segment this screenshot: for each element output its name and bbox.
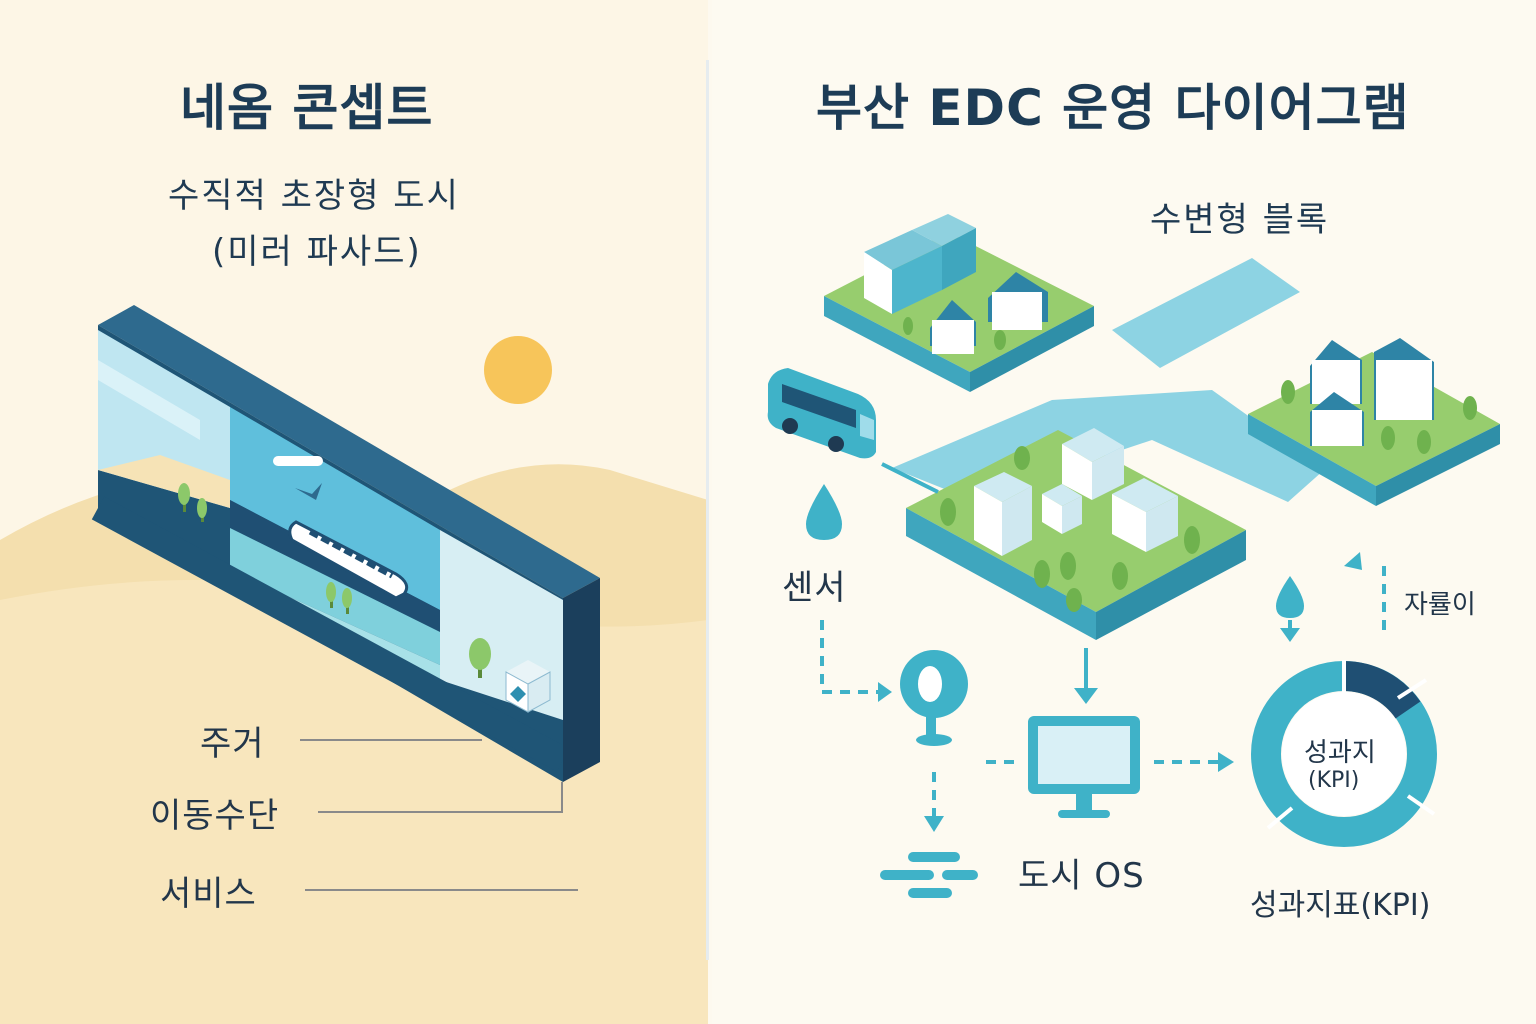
neom-subtitle-line2: (미러 파사드)	[212, 232, 422, 272]
water-droplet-icon	[1276, 576, 1304, 618]
label-services: 서비스	[160, 874, 257, 914]
neom-subtitle-line1: 수직적 초장형 도시	[168, 176, 460, 216]
wall-end-cap	[563, 578, 600, 782]
panel-divider	[706, 60, 709, 960]
location-pin-icon	[900, 650, 968, 746]
busan-edc-panel: 부산 EDC 운영 다이어그램 수변형 블록 센서 자률이 도시 OS 성과지 …	[712, 0, 1536, 1024]
frame-line-lower	[91, 496, 570, 772]
bus-link-line	[881, 462, 939, 494]
glass-sand-left	[98, 455, 230, 508]
waterfront-block-center	[906, 428, 1246, 640]
sensor-droplet-icon	[806, 484, 842, 540]
edc-diagram	[767, 214, 1500, 898]
arrow-up-icon	[1344, 552, 1362, 570]
sun-icon	[484, 336, 552, 404]
kpi-center-line2: (KPI)	[1308, 768, 1360, 793]
data-stream-icon	[880, 852, 978, 898]
neom-illustration	[0, 305, 708, 1024]
wall-top	[98, 305, 600, 598]
city-os-label: 도시 OS	[1018, 856, 1145, 896]
leader-line-mobility	[318, 782, 563, 813]
glass-reflection	[98, 360, 200, 440]
flow-sensor-to-pin	[820, 620, 878, 694]
waterfront-block-right	[1248, 338, 1500, 506]
kpi-donut-chart	[1251, 660, 1437, 847]
waterfront-block-label: 수변형 블록	[1150, 200, 1330, 240]
tree-icon	[178, 483, 491, 678]
kpi-center-line1: 성과지	[1304, 738, 1376, 768]
bird-icon	[295, 483, 322, 500]
waterfront-block-topleft	[824, 214, 1094, 392]
arrow-head-icon	[878, 682, 892, 702]
train-icon	[288, 520, 409, 600]
arrow-head-icon	[924, 816, 944, 832]
label-housing: 주거	[200, 724, 265, 764]
neom-concept-panel: 네옴 콘셉트 수직적 초장형 도시 (미러 파사드) 주거 이동수단 서비스	[0, 0, 708, 1024]
cloud-icon	[273, 456, 323, 466]
label-mobility: 이동수단	[150, 796, 280, 836]
kpi-label: 성과지표(KPI)	[1250, 888, 1431, 923]
city-os-monitor-icon	[1028, 716, 1140, 818]
autonomy-label: 자률이	[1404, 590, 1476, 620]
arrow-head-icon	[1280, 628, 1300, 642]
arrow-head-icon	[1218, 752, 1234, 772]
arrow-head-icon	[1074, 688, 1098, 704]
neom-title: 네옴 콘셉트	[180, 79, 434, 137]
bus-icon	[767, 368, 876, 459]
track-band-dark	[230, 500, 440, 632]
house-icon	[505, 660, 551, 713]
sensor-label: 센서	[782, 568, 847, 608]
edc-title: 부산 EDC 운영 다이어그램	[816, 79, 1410, 137]
